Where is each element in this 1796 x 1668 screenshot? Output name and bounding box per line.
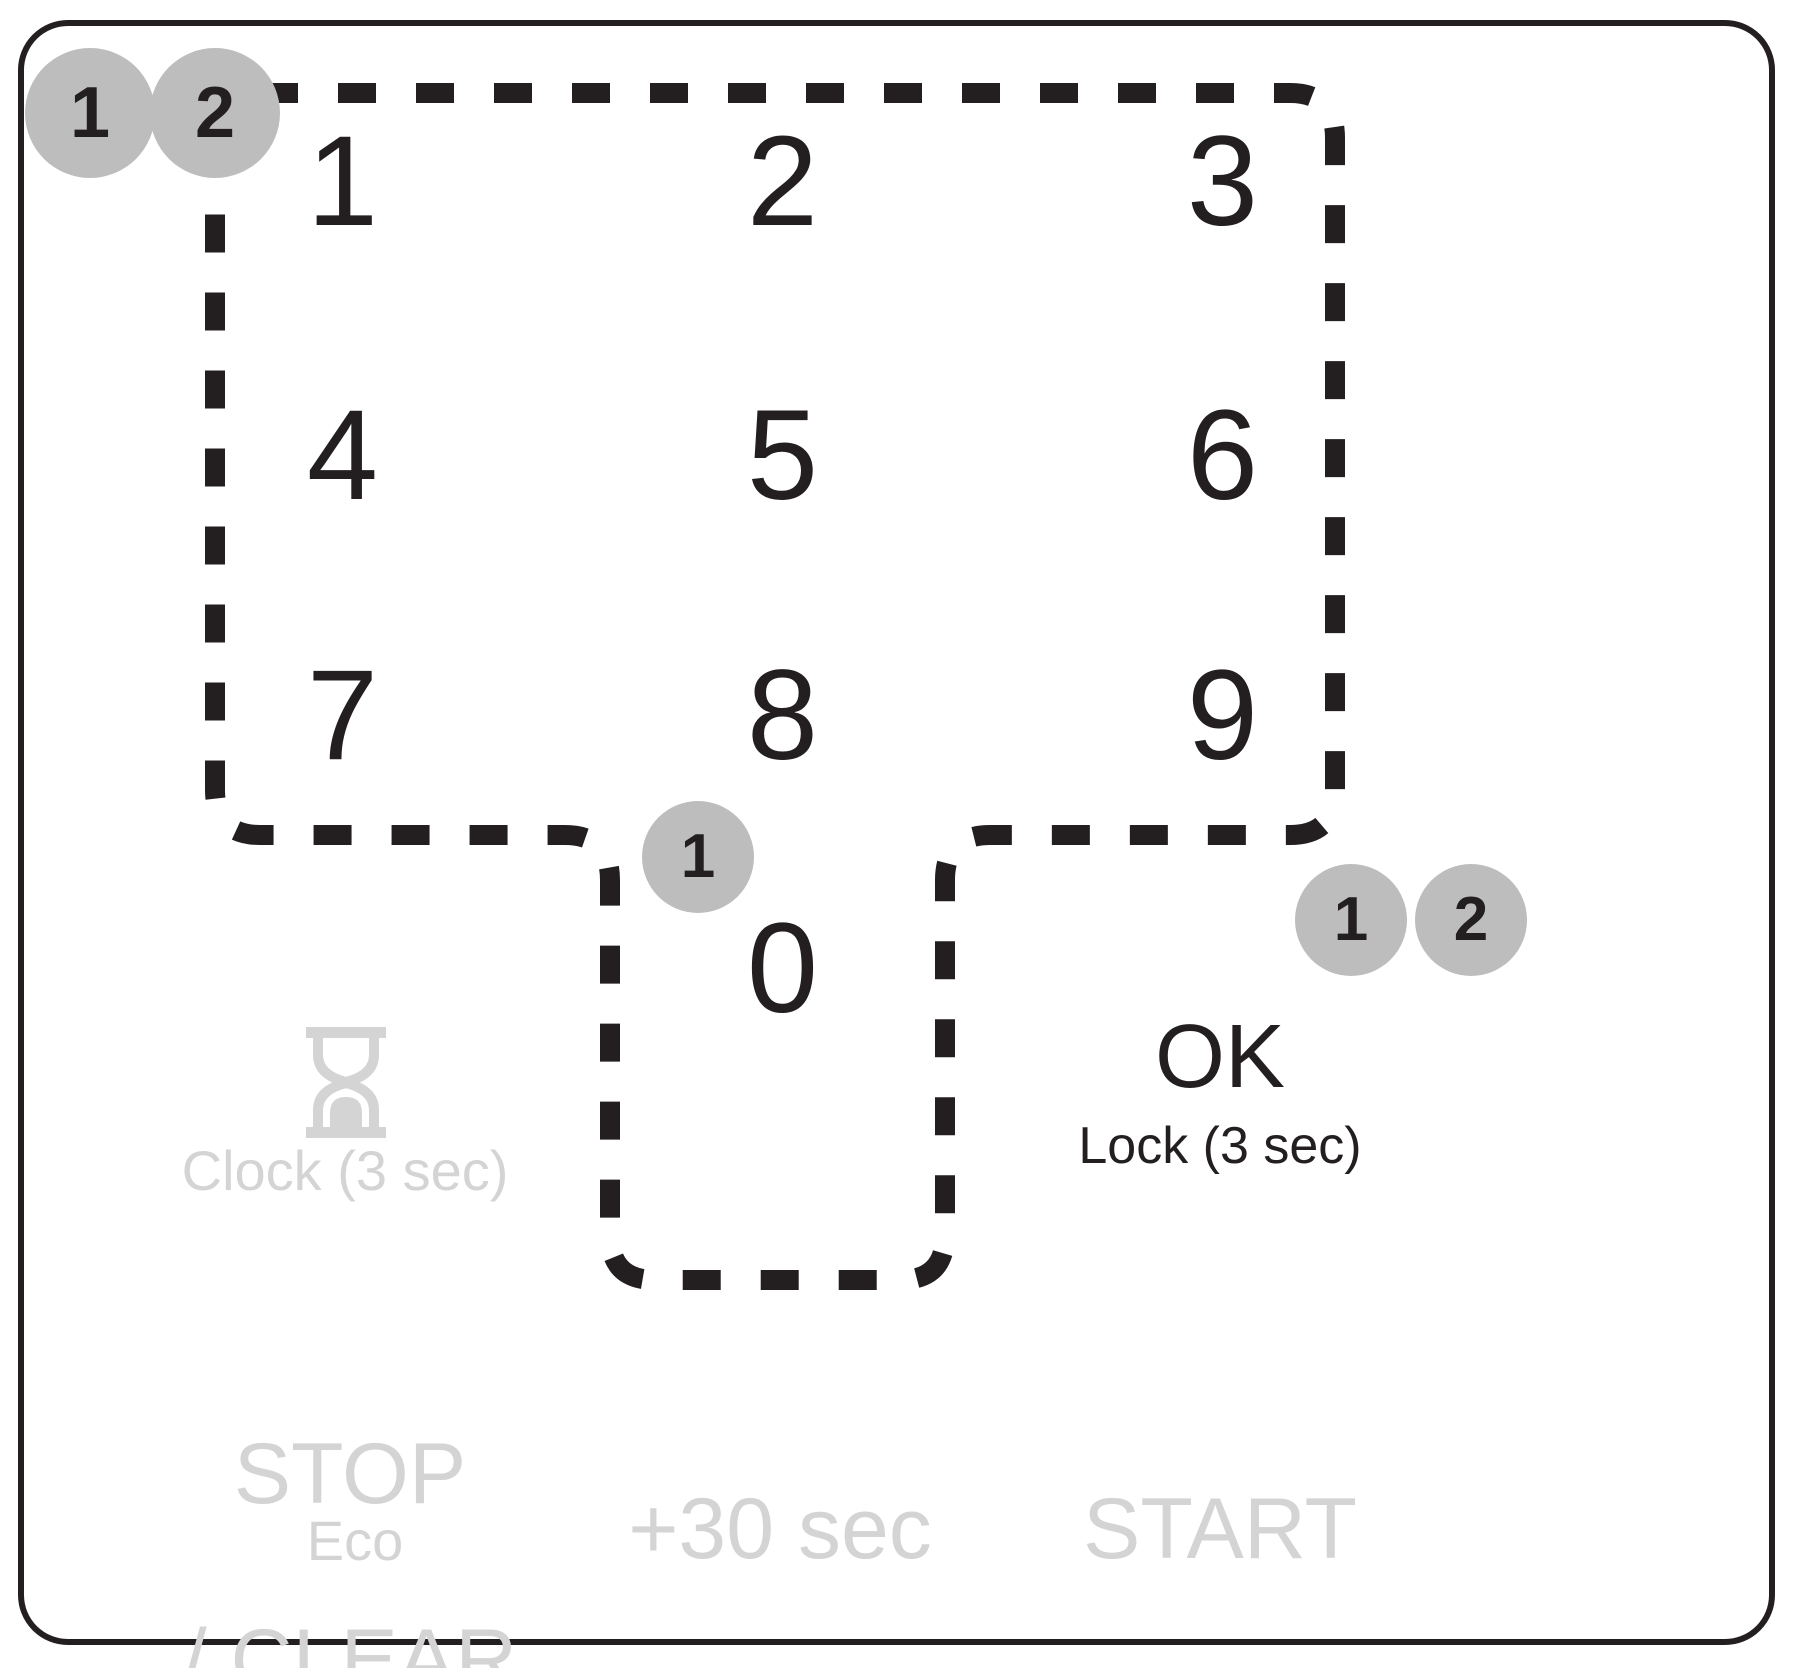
step-badge-top-left-2: 2 [150,48,280,178]
step-badge-ok-key-2-number: 2 [1453,885,1489,954]
keypad-key-5-label: 5 [746,384,818,527]
keypad-key-4[interactable]: 4 [262,392,422,520]
step-badge-top-left-2-number: 2 [194,73,236,153]
keypad-key-5[interactable]: 5 [702,392,862,520]
step-badge-top-left-1: 1 [25,48,155,178]
eco-label: Eco [160,1510,550,1572]
keypad-key-2[interactable]: 2 [702,118,862,246]
step-badge-zero-key-1-number: 1 [680,822,716,891]
keypad-key-2-label: 2 [746,110,818,253]
keypad-key-9[interactable]: 9 [1142,652,1302,780]
keypad-key-6[interactable]: 6 [1142,392,1302,520]
keypad-key-0[interactable]: 0 [702,905,862,1033]
keypad-key-0-label: 0 [746,897,818,1040]
keypad-key-8[interactable]: 8 [702,652,862,780]
ok-sub-label: Lock (3 sec) [1078,1117,1362,1175]
add-30-sec-button[interactable]: +30 sec [560,1390,1000,1576]
step-badge-ok-key-1-number: 1 [1333,885,1369,954]
clock-label: Clock (3 sec) [135,1140,555,1202]
stop-label-line2: / CLEAR [182,1611,518,1668]
step-badge-top-left-1-number: 1 [69,73,111,153]
step-badge-ok-key-2: 2 [1415,864,1527,976]
keypad-key-1[interactable]: 1 [262,118,422,246]
keypad-key-8-label: 8 [746,644,818,787]
keypad-key-6-label: 6 [1186,384,1258,527]
stop-clear-label[interactable]: STOP / CLEAR [115,1335,585,1668]
step-badge-ok-key-1: 1 [1295,864,1407,976]
step-badge-zero-key-1: 1 [642,801,754,913]
keypad-key-4-label: 4 [306,384,378,527]
keypad-key-7[interactable]: 7 [262,652,422,780]
keypad-key-1-label: 1 [306,110,378,253]
hourglass-icon [300,1025,392,1140]
stop-label-line1: STOP [233,1425,467,1522]
keypad-key-9-label: 9 [1186,644,1258,787]
start-button[interactable]: START [1000,1390,1440,1576]
keypad-key-7-label: 7 [306,644,378,787]
start-label: START [1083,1480,1357,1577]
device-panel-outline [18,20,1775,1645]
clock-label-text: Clock (3 sec) [181,1139,509,1202]
ok-button[interactable]: OK Lock (3 sec) [1000,1012,1440,1179]
eco-label-text: Eco [306,1509,404,1572]
add-30-sec-label: +30 sec [628,1480,932,1577]
ok-label: OK [1154,1007,1286,1107]
keypad-key-3[interactable]: 3 [1142,118,1302,246]
keypad-key-3-label: 3 [1186,110,1258,253]
